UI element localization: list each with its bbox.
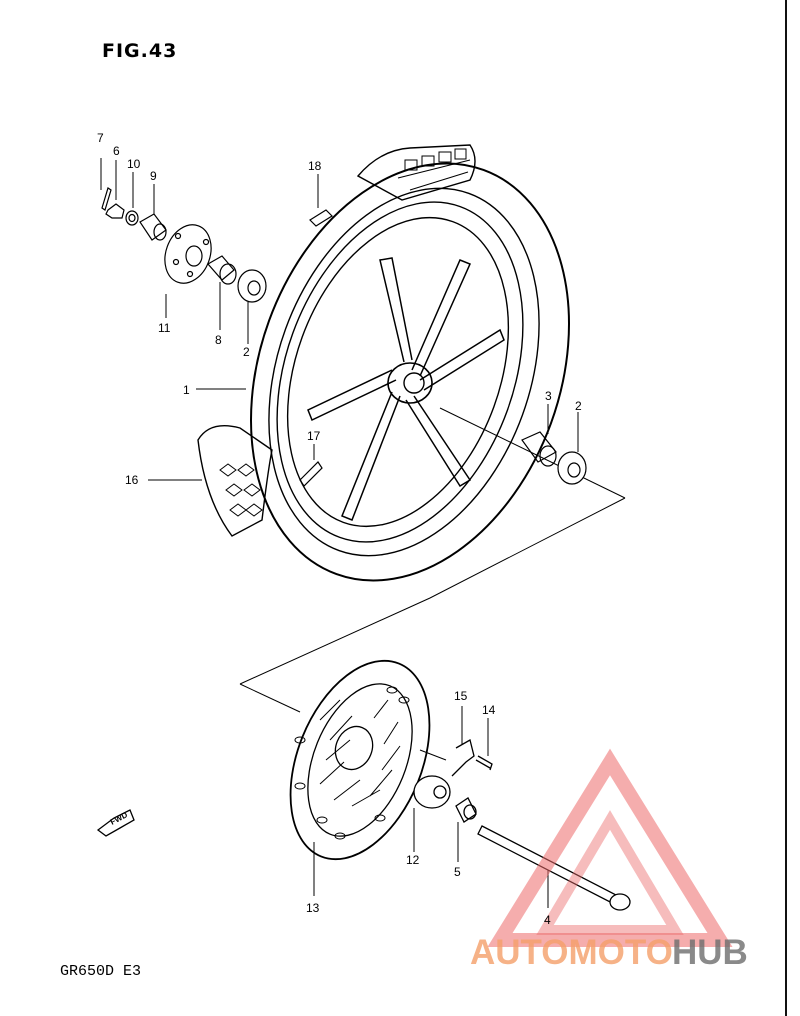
watermark-text-grey: HUB xyxy=(672,933,748,972)
part-number-label: 17 xyxy=(307,429,321,443)
part-number-label: 12 xyxy=(406,853,420,867)
watermark-text-orange: AUTOMOTO xyxy=(470,933,673,972)
part-number-label: 6 xyxy=(113,144,120,158)
automotohub-watermark: AUTOMOTO HUB xyxy=(470,748,748,972)
figure-title: FIG.43 xyxy=(102,40,178,62)
part-number-label: 11 xyxy=(158,321,171,335)
leader-lines xyxy=(100,158,579,908)
part-number-label: 14 xyxy=(482,703,496,717)
brake-disc-drawing xyxy=(96,659,631,911)
part-number-label: 9 xyxy=(150,169,157,183)
part-number-label: 8 xyxy=(215,333,222,347)
part-number-label: 13 xyxy=(306,901,320,915)
part-number-label: 7 xyxy=(97,131,104,145)
part-number-label: 15 xyxy=(454,689,468,703)
part-number-label: 10 xyxy=(127,157,141,171)
part-number-label: 2 xyxy=(243,345,250,359)
watermark-triangle-logo xyxy=(487,748,733,947)
hub-parts-left xyxy=(101,187,333,487)
page-edge-line xyxy=(785,0,787,1016)
part-number-label: 2 xyxy=(575,399,582,413)
part-number-label: 4 xyxy=(544,913,551,927)
part-number-label: 3 xyxy=(545,389,552,403)
wheel-drawing xyxy=(197,144,626,713)
part-number-label: 18 xyxy=(308,159,322,173)
part-number-label: 16 xyxy=(125,473,139,487)
part-number-labels: 7 6 10 9 11 8 2 18 1 16 17 3 2 15 14 12 … xyxy=(97,131,582,927)
part-number-label: 1 xyxy=(183,383,190,397)
part-number-label: 5 xyxy=(454,865,461,879)
hub-parts-right xyxy=(521,431,587,485)
model-code: GR650D E3 xyxy=(60,963,142,980)
